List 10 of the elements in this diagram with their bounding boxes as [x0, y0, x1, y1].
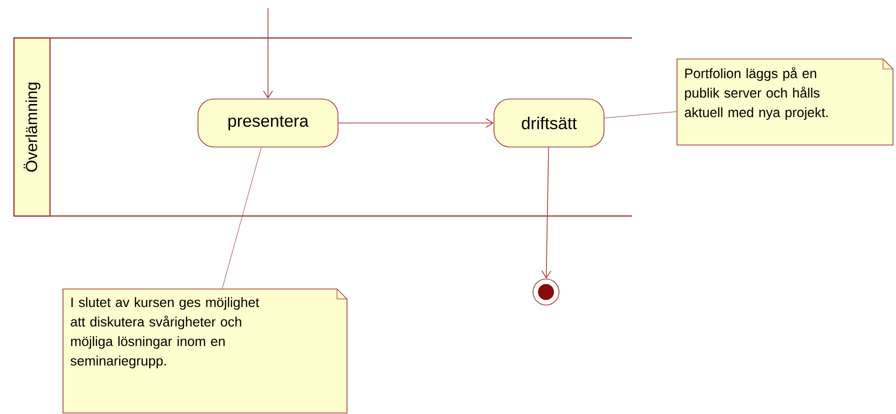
action-box: driftsätt: [494, 98, 604, 148]
note: I slutet av kursen ges möjlighet att diskutera svårigheter och möjliga lösningar inom en seminariegrupp.: [62, 288, 348, 414]
arrow: [338, 118, 494, 128]
arrow: [263, 8, 273, 99]
leader-line: [222, 147, 262, 290]
note: Portfolion läggs på en publik server och hålls aktuell med nya projekt.: [676, 58, 894, 146]
leader-line: [604, 111, 678, 118]
action-box: presentera: [198, 98, 338, 148]
final-node: [532, 278, 560, 306]
arrow: [541, 146, 552, 279]
